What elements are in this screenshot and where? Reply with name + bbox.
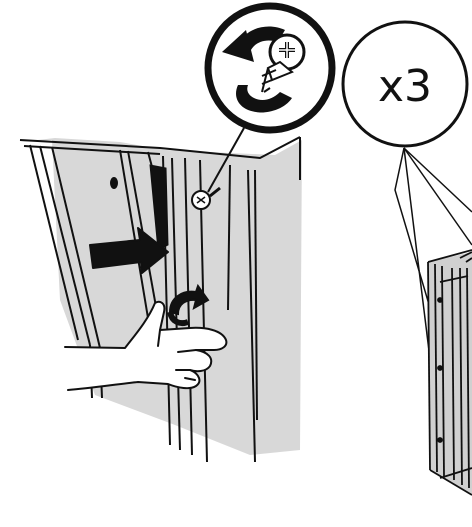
panel-hole [111, 178, 117, 188]
second-cabinet-partial [428, 250, 472, 495]
quantity-callout: x3 [343, 22, 467, 146]
quantity-label: x3 [378, 61, 432, 112]
screw-detail-callout [208, 6, 332, 130]
